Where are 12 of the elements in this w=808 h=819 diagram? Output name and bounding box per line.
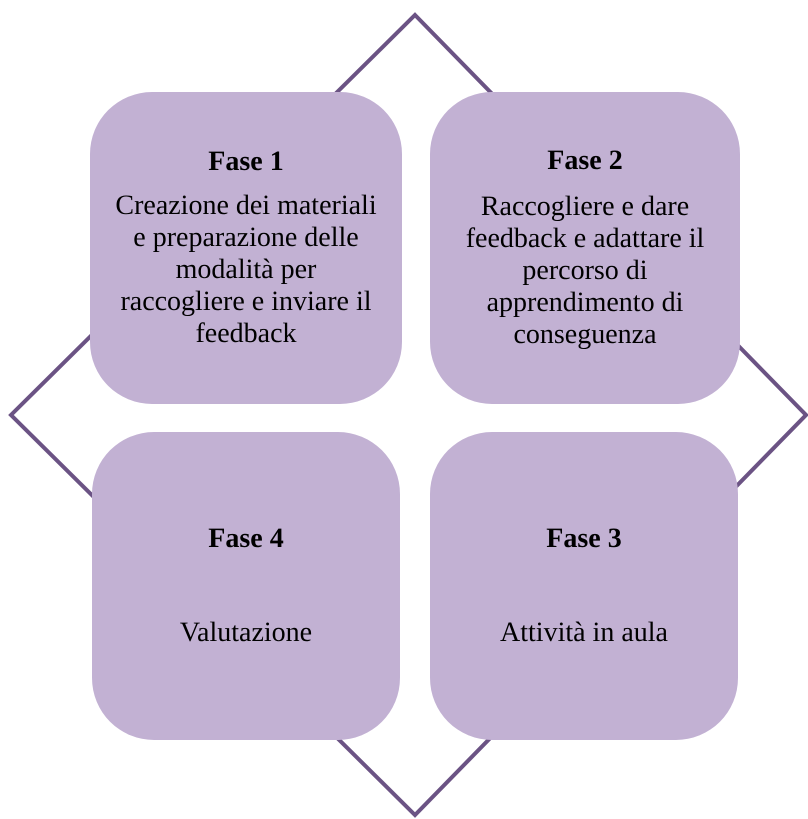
phase-description: Creazione dei materiali e preparazione delle modalità per raccogliere e inviare il feedback bbox=[114, 190, 378, 350]
phase-heading: Fase 4 bbox=[208, 523, 284, 555]
phase-box bbox=[430, 432, 738, 740]
phase-box bbox=[430, 92, 740, 404]
phase-box bbox=[90, 92, 402, 404]
phase-heading: Fase 3 bbox=[546, 523, 622, 555]
phase-box bbox=[92, 432, 400, 740]
phase-heading: Fase 1 bbox=[208, 146, 284, 178]
phase-description: Raccogliere e dare feedback e adattare il percorso di apprendimento di conseguenza bbox=[464, 191, 706, 351]
phase-description: Attività in aula bbox=[500, 617, 668, 649]
phase-description: Valutazione bbox=[180, 617, 312, 649]
phase-heading: Fase 2 bbox=[547, 145, 623, 177]
